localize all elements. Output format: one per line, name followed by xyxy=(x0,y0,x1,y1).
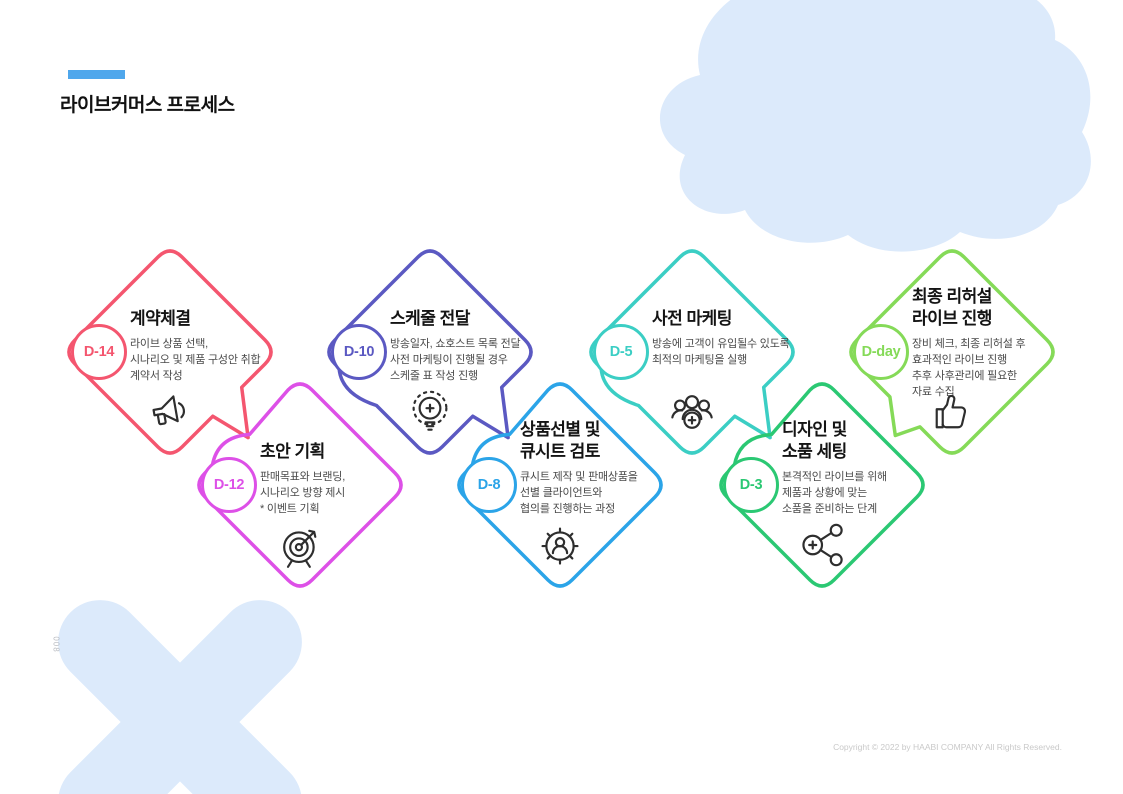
people-group-icon xyxy=(668,388,716,436)
dday-badge: D-12 xyxy=(201,457,257,513)
dday-badge: D-8 xyxy=(461,457,517,513)
step-title: 사전 마케팅 xyxy=(652,309,732,328)
step-description: 방송에 고객이 유입될수 있도록 최적의 마케팅을 실행 xyxy=(652,338,790,366)
step-title: 초안 기획 xyxy=(260,442,325,461)
gear-person-icon xyxy=(536,521,584,569)
dday-badge: D-5 xyxy=(593,324,649,380)
page-title: 라이브커머스 프로세스 xyxy=(60,95,235,116)
step-description: 본격적인 라이브를 위해 제품과 상황에 맞는 소품을 준비하는 단계 xyxy=(782,471,887,515)
megaphone-icon xyxy=(146,388,194,436)
diamond-outline-d3 xyxy=(719,382,925,588)
thumbs-up-icon xyxy=(928,388,976,436)
dday-badge: D-10 xyxy=(331,324,387,380)
target-icon xyxy=(276,521,324,569)
share-network-icon xyxy=(798,521,846,569)
step-title: 디자인 및 소품 세팅 xyxy=(782,420,847,461)
dday-badge: D-14 xyxy=(71,324,127,380)
step-description: 라이브 상품 선택, 시나리오 및 제품 구성안 취합 계약서 작성 xyxy=(130,338,261,382)
step-title: 상품선별 및 큐시트 검토 xyxy=(520,420,600,461)
diamond-outline-d10 xyxy=(327,249,533,455)
diamond-outline-d8 xyxy=(457,382,663,588)
background-blob xyxy=(659,0,1091,252)
title-accent-bar xyxy=(68,70,125,79)
dday-badge: D-3 xyxy=(723,457,779,513)
lightbulb-icon xyxy=(406,388,454,436)
diamond-outline-d12 xyxy=(197,382,403,588)
diamond-outline-dday xyxy=(849,249,1055,455)
page-number: 008 xyxy=(51,636,61,653)
step-description: 판매목표와 브랜딩, 시나리오 방향 제시 * 이벤트 기획 xyxy=(260,471,346,515)
step-title: 최종 리허설 라이브 진행 xyxy=(912,287,992,328)
step-description: 큐시트 제작 및 판매상품을 선별 클라이언트와 협의를 진행하는 과정 xyxy=(520,471,638,515)
step-description: 장비 체크, 최종 리허설 후 효과적인 라이브 진행 추후 사후관리에 필요한… xyxy=(912,338,1026,398)
step-description: 방송일자, 쇼호스트 목록 전달 사전 마케팅이 진행될 경우 스케줄 표 작성… xyxy=(390,338,521,382)
step-title: 스케줄 전달 xyxy=(390,309,470,328)
step-title: 계약체결 xyxy=(130,309,191,328)
diamond-outline-d5 xyxy=(589,249,795,455)
dday-badge: D-day xyxy=(853,324,909,380)
background-x-shape xyxy=(58,600,302,794)
diamond-outline-d14 xyxy=(67,249,273,455)
copyright-text: Copyright © 2022 by HAABI COMPANY All Ri… xyxy=(833,742,1062,752)
